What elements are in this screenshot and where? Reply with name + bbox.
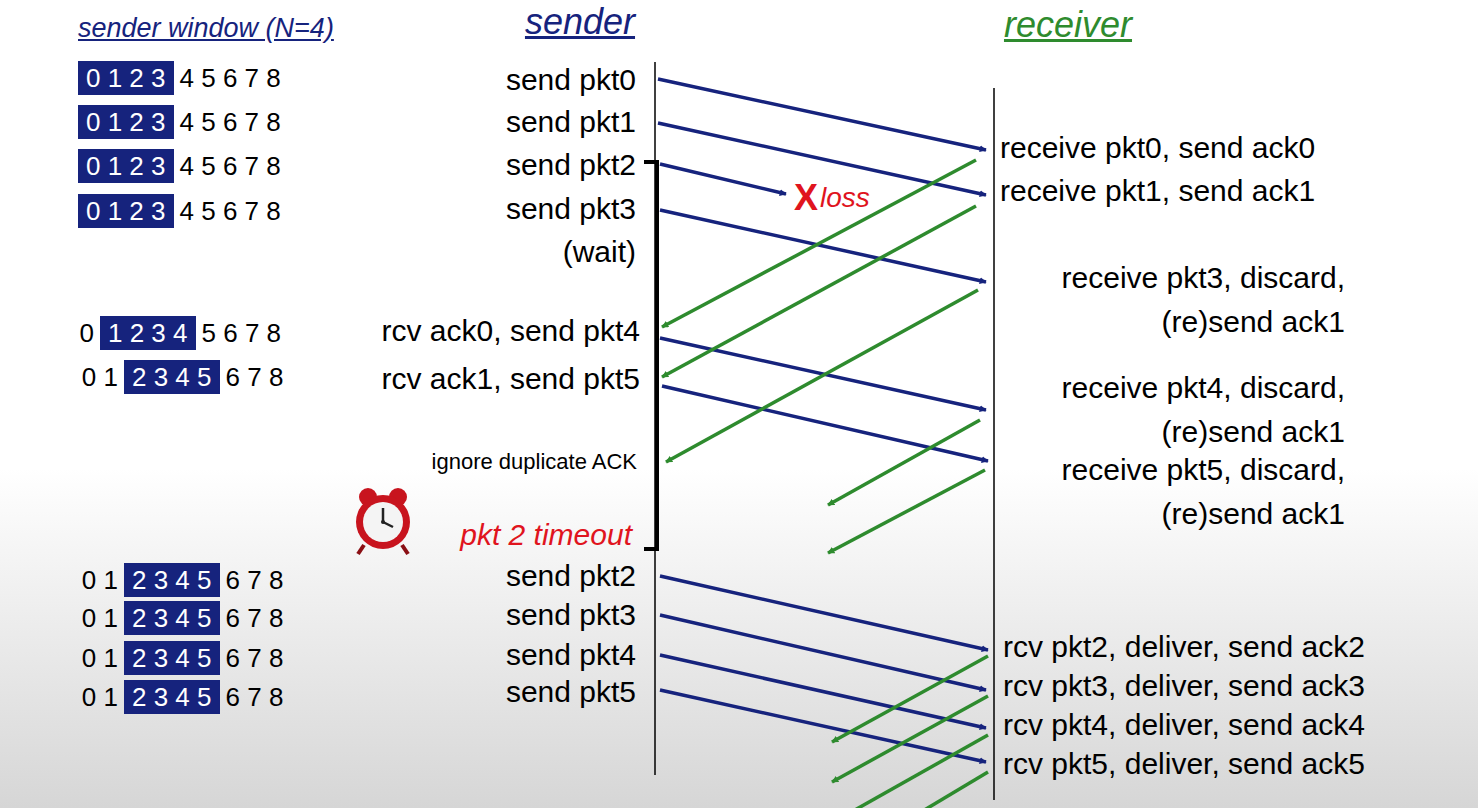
sender-event: send pkt2 <box>506 148 636 182</box>
receiver-event: rcv pkt2, deliver, send ack2 <box>1003 630 1365 664</box>
sequence-number: 0 1 <box>82 603 118 634</box>
sender-event: send pkt4 <box>506 638 636 672</box>
sequence-number: 0 1 <box>82 643 118 674</box>
receiver-event: receive pkt3, discard, (re)send ack1 <box>985 256 1345 344</box>
window-band: 2 3 4 5 <box>124 641 220 675</box>
sequence-number: 0 1 <box>82 362 118 393</box>
sender-event: send pkt2 <box>506 559 636 593</box>
note: ignore duplicate ACK <box>432 449 637 475</box>
window-band: 2 3 4 5 <box>124 563 220 597</box>
sequence-number: 0 1 <box>82 565 118 596</box>
window-band: 0 1 2 3 <box>78 61 174 95</box>
sender-event: send pkt3 <box>506 598 636 632</box>
receiver-timeline <box>993 88 995 800</box>
sender-event: send pkt3 <box>506 192 636 226</box>
sequence-number: 6 7 8 <box>226 643 284 674</box>
sequence-number: 4 5 6 7 8 <box>180 196 281 227</box>
receiver-event: receive pkt4, discard, (re)send ack1 <box>985 366 1345 454</box>
sender-event: rcv ack0, send pkt4 <box>382 314 640 348</box>
packet-arrows <box>658 79 988 762</box>
window-heading: sender window (N=4) <box>78 13 334 44</box>
receiver-event: rcv pkt4, deliver, send ack4 <box>1003 708 1365 742</box>
receiver-event: receive pkt1, send ack1 <box>1000 174 1315 208</box>
sequence-number: 6 7 8 <box>226 362 284 393</box>
sequence-number: 2 3 4 5 <box>132 603 212 634</box>
loss-mark: X <box>794 177 818 219</box>
sender-event: send pkt1 <box>506 105 636 139</box>
ack-arrows <box>662 160 988 808</box>
timeout-label: pkt 2 timeout <box>460 518 632 552</box>
sequence-number: 0 1 2 3 <box>86 107 166 138</box>
sender-event: rcv ack1, send pkt5 <box>382 362 640 396</box>
column-heading: receiver <box>1004 4 1132 46</box>
window-band: 0 1 2 3 <box>78 149 174 183</box>
window-band: 2 3 4 5 <box>124 360 220 394</box>
sequence-number: 6 7 8 <box>226 682 284 713</box>
sender-event: send pkt5 <box>506 675 636 709</box>
window-band: 0 1 2 3 <box>78 105 174 139</box>
sequence-number: 5 6 7 8 <box>202 318 282 349</box>
sequence-number: 4 5 6 7 8 <box>180 151 281 182</box>
receiver-event: rcv pkt3, deliver, send ack3 <box>1003 669 1365 703</box>
sender-event: (wait) <box>563 235 636 269</box>
window-band: 2 3 4 5 <box>124 680 220 714</box>
sequence-number: 0 <box>80 318 94 349</box>
sequence-number: 4 5 6 7 8 <box>180 107 281 138</box>
column-heading: sender <box>525 1 635 43</box>
sequence-number: 0 1 <box>82 682 118 713</box>
sequence-number: 0 1 2 3 <box>86 196 166 227</box>
window-band: 1 2 3 4 <box>100 316 196 350</box>
window-band: 2 3 4 5 <box>124 601 220 635</box>
sequence-number: 6 7 8 <box>226 565 284 596</box>
sequence-number: 2 3 4 5 <box>132 565 212 596</box>
receiver-event: receive pkt0, send ack0 <box>1000 131 1315 165</box>
receiver-event: receive pkt5, discard, (re)send ack1 <box>985 448 1345 536</box>
alarm-clock-icon <box>356 488 410 554</box>
sequence-number: 4 5 6 7 8 <box>180 63 281 94</box>
loss-label: loss <box>820 182 870 214</box>
sequence-number: 2 3 4 5 <box>132 362 212 393</box>
sequence-number: 6 7 8 <box>226 603 284 634</box>
sender-event: send pkt0 <box>506 63 636 97</box>
timer-bracket <box>644 162 659 549</box>
window-band: 0 1 2 3 <box>78 194 174 228</box>
sequence-number: 2 3 4 5 <box>132 643 212 674</box>
sequence-number: 0 1 2 3 <box>86 151 166 182</box>
receiver-event: rcv pkt5, deliver, send ack5 <box>1003 747 1365 781</box>
sequence-number: 2 3 4 5 <box>132 682 212 713</box>
sequence-number: 1 2 3 4 <box>108 318 188 349</box>
sequence-number: 0 1 2 3 <box>86 63 166 94</box>
